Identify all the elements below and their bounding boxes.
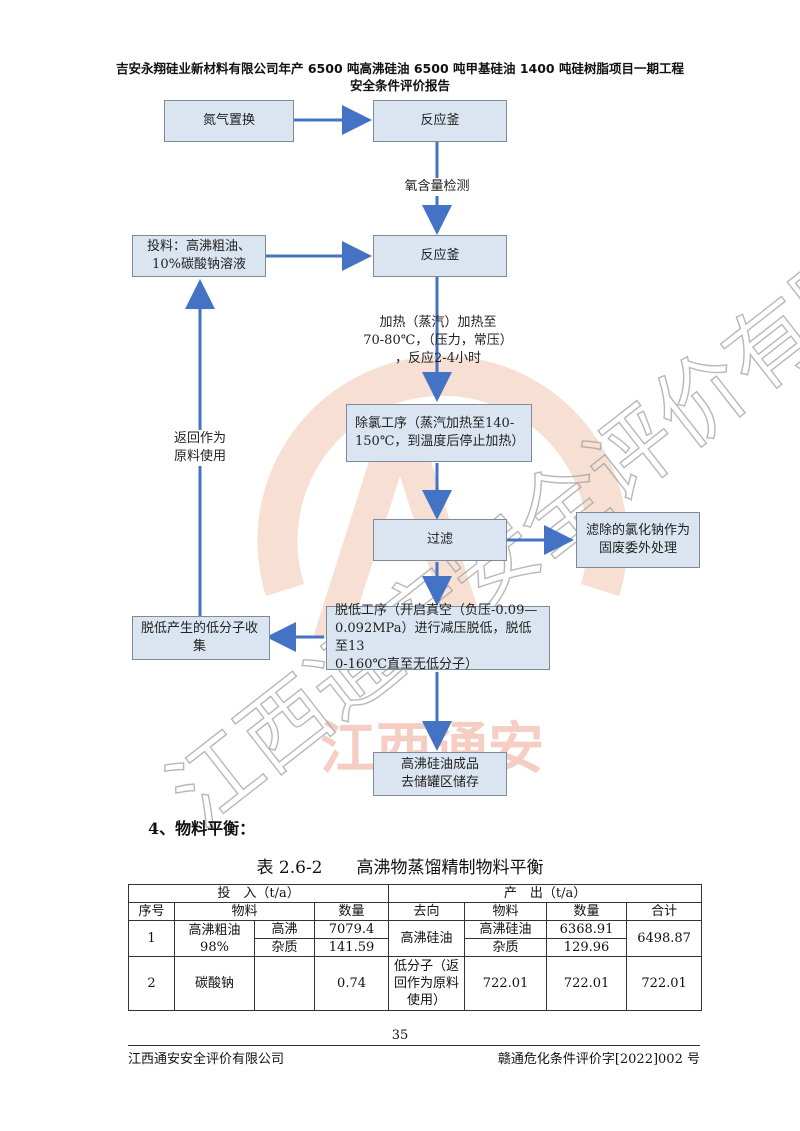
row1-material-line-1: 高沸粗油	[188, 922, 241, 938]
filter-box: 过滤	[373, 519, 507, 561]
table-row: 杂质 141.59 杂质 129.96	[129, 938, 702, 957]
return-line-2: 原料使用	[173, 449, 226, 464]
footer-divider	[128, 1045, 700, 1046]
table-row: 1 高沸粗油 98% 高沸 7079.4 高沸硅油 高沸硅油 6368.91 6…	[128, 920, 703, 957]
product-line-2: 去储罐区储存	[400, 775, 479, 790]
row2-qty: 0.74	[313, 956, 390, 1011]
col-header-out-material: 物料	[464, 902, 548, 921]
report-project-title: 吉安永翔硅业新材料有限公司年产 6500 吨高沸硅油 6500 吨甲基硅油 14…	[116, 61, 684, 76]
nacl-line-2: 固废委外处理	[598, 541, 677, 556]
row1-material-line-2: 98%	[200, 939, 229, 955]
col-header-dest: 去向	[388, 902, 466, 921]
row2-sub	[254, 956, 315, 1011]
row2-material: 碳酸钠	[174, 956, 255, 1011]
devolatilization-box: 脱低工序（开启真空（负压-0.09— 0.092MPa）进行减压脱低，脱低至13…	[326, 603, 550, 672]
dechlorination-box: 除氯工序（蒸汽加热至140- 150℃，到温度后停止加热）	[346, 404, 532, 462]
col-header-total: 合计	[626, 902, 703, 921]
table-group-header-row: 投 入（t/a） 产 出（t/a）	[127, 884, 703, 903]
heating-line-2: 70-80℃，（压力，常压）	[363, 333, 513, 348]
heating-line-1: 加热（蒸汽）加热至	[379, 315, 497, 330]
product-box: 高沸硅油成品 去储罐区储存	[373, 752, 507, 796]
collect-line-2: 集	[193, 639, 207, 654]
devolatile-line-2: 0.092MPa）进行减压脱低，脱低至13	[335, 621, 532, 654]
footer-doc-number: 赣通危化条件评价字[2022]002 号	[497, 1052, 700, 1067]
dechlorination-line-1: 除氯工序（蒸汽加热至140-	[355, 416, 515, 431]
row2-total: 722.01	[626, 956, 703, 1011]
heating-label: 加热（蒸汽）加热至 70-80℃，（压力，常压） ，反应2-4小时	[358, 314, 518, 368]
nitrogen-purge-box: 氮气置换	[164, 100, 294, 142]
section-title: 4、物料平衡：	[148, 819, 256, 838]
row2-dest-line-1: 低分子（返	[394, 959, 460, 974]
row1-no: 1	[128, 920, 175, 957]
heating-line-3: ，反应2-4小时	[395, 351, 481, 366]
input-header: 投 入（t/a）	[127, 884, 390, 903]
row2-out-qty: 722.01	[546, 956, 628, 1011]
nacl-disposal-box: 滤除的氯化钠作为 固废委外处理	[576, 512, 700, 568]
nacl-line-1: 滤除的氯化钠作为	[585, 523, 690, 538]
row1-qty-1: 7079.4	[313, 920, 390, 939]
col-header-material: 物料	[174, 902, 315, 921]
table-caption: 表 2.6-2 高沸物蒸馏精制物料平衡	[256, 858, 544, 878]
row1-total: 6498.87	[626, 920, 703, 957]
table-row: 2 碳酸钠 0.74 低分子（返 回作为原料 使用） 722.01 722.01…	[128, 956, 703, 1011]
row2-out-material: 722.01	[464, 956, 548, 1011]
row1-qty-2: 141.59	[313, 938, 390, 957]
row1-out-material-2: 杂质	[464, 938, 548, 957]
feed-box: 投料：高沸粗油、 10%碳酸钠溶液	[132, 235, 266, 277]
product-line-1: 高沸硅油成品	[400, 757, 479, 772]
devolatile-line-1: 脱低工序（开启真空（负压-0.09—	[335, 603, 538, 618]
col-header-qty: 数量	[313, 902, 390, 921]
row1-out-qty-1: 6368.91	[546, 920, 628, 939]
feed-line-1: 投料：高沸粗油、	[146, 239, 251, 254]
row2-no: 2	[128, 956, 175, 1011]
reactor-box-1: 反应釜	[373, 100, 507, 142]
return-label: 返回作为 原料使用	[164, 430, 236, 466]
row1-sub-2: 杂质	[254, 938, 315, 957]
row2-dest-line-2: 回作为原料	[394, 976, 460, 991]
report-title: 安全条件评价报告	[349, 78, 450, 93]
page-number: 35	[391, 1028, 409, 1043]
collect-line-1: 脱低产生的低分子收	[141, 621, 259, 636]
row2-dest-line-3: 使用）	[407, 993, 447, 1008]
row1-out-qty-2: 129.96	[546, 938, 628, 957]
material-balance-table: 投 入（t/a） 产 出（t/a） 序号 物料 数量 去向 物料 数量 合计 1…	[127, 884, 703, 1011]
return-line-1: 返回作为	[173, 431, 226, 446]
oxygen-check-label: 氧含量检测	[392, 178, 482, 196]
feed-line-2: 10%碳酸钠溶液	[152, 257, 246, 272]
low-molecule-collect-box: 脱低产生的低分子收 集	[132, 616, 270, 660]
row1-material: 高沸粗油 98%	[174, 920, 255, 957]
col-header-out-qty: 数量	[546, 902, 628, 921]
table-column-header-row: 序号 物料 数量 去向 物料 数量 合计	[128, 902, 703, 921]
dechlorination-line-2: 150℃，到温度后停止加热）	[355, 434, 525, 449]
col-header-no: 序号	[128, 902, 175, 921]
reactor-box-2: 反应釜	[373, 235, 507, 277]
row1-out-material-1: 高沸硅油	[464, 920, 548, 939]
output-header: 产 出（t/a）	[388, 884, 703, 903]
row1-sub-1: 高沸	[254, 920, 315, 939]
footer-company: 江西通安安全评价有限公司	[128, 1052, 285, 1067]
row1-dest: 高沸硅油	[388, 920, 466, 957]
row2-dest: 低分子（返 回作为原料 使用）	[388, 956, 466, 1011]
devolatile-line-3: 0-160℃直至无低分子）	[335, 657, 479, 672]
